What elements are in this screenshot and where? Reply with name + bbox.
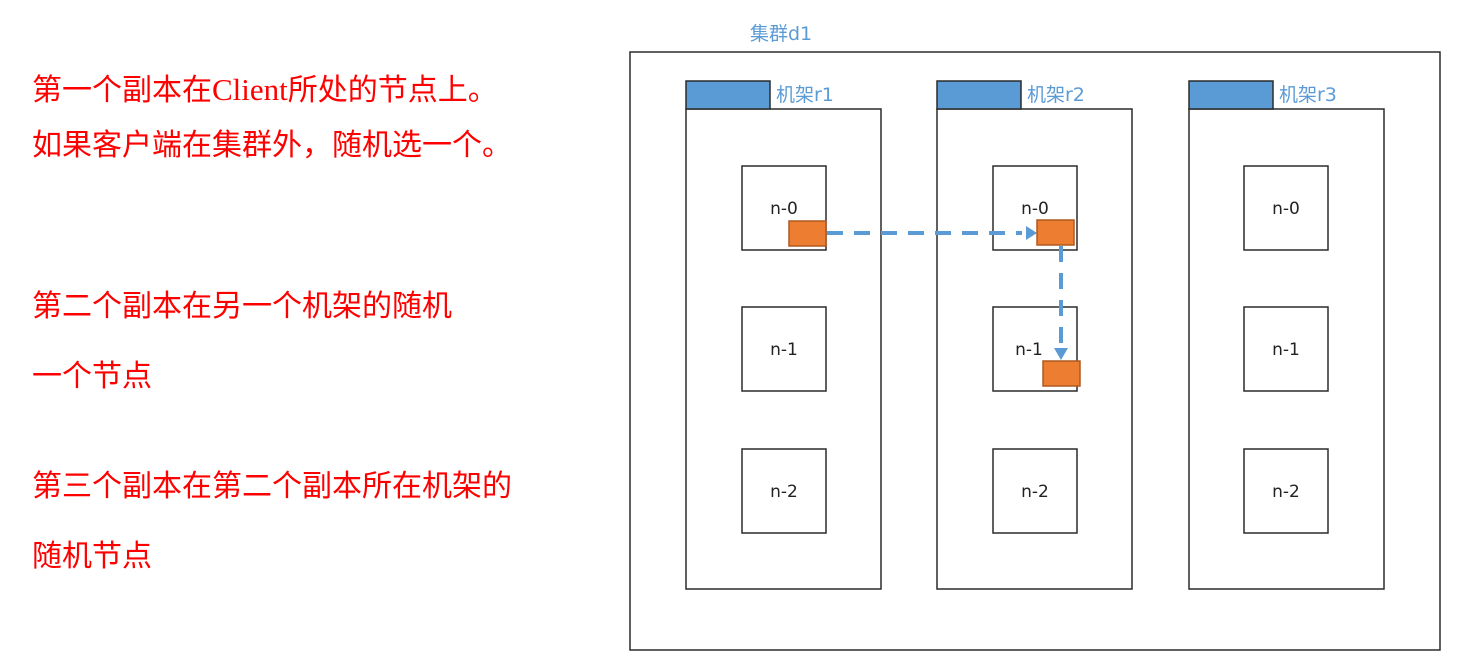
- node-label: n-0: [1272, 199, 1300, 219]
- rack-r1: 机架r1 n-0 n-1 n-2: [685, 80, 882, 590]
- arrowhead-icon: [1026, 226, 1037, 240]
- rack-r3: 机架r3 n-0 n-1 n-2: [1188, 80, 1385, 590]
- node-box: [741, 448, 827, 534]
- arrowhead-icon: [1054, 348, 1068, 360]
- cluster-label: 集群d1: [750, 23, 812, 45]
- rack-label: 机架r1: [776, 84, 834, 106]
- rack-label: 机架r3: [1279, 84, 1337, 106]
- second-replica-line-1: 第二个副本在另一个机架的随机: [32, 289, 452, 324]
- node-label: n-0: [770, 199, 798, 219]
- replica-block-3: [1042, 360, 1081, 387]
- rack-r2: 机架r2 n-0 n-1 n-2: [936, 80, 1133, 590]
- node-box: [741, 306, 827, 392]
- node-label: n-2: [770, 482, 798, 502]
- node-label: n-1: [770, 340, 798, 360]
- rack-label: 机架r2: [1027, 84, 1085, 106]
- node-label: n-2: [1021, 482, 1049, 502]
- node-label: n-2: [1272, 482, 1300, 502]
- second-replica-line-2: 一个节点: [32, 359, 152, 394]
- first-replica-line-2: 如果客户端在集群外，随机选一个。: [32, 128, 512, 163]
- first-replica-line-1: 第一个副本在Client所处的节点上。: [32, 72, 498, 108]
- third-replica-line-2: 随机节点: [32, 539, 152, 574]
- client-word: Client: [212, 72, 288, 107]
- rack-header-bar: [1188, 80, 1274, 110]
- node-box: [1243, 306, 1329, 392]
- third-replica-description: 第三个副本在第二个副本所在机架的 随机节点: [32, 452, 512, 592]
- node-box: [1243, 165, 1329, 251]
- node-label: n-1: [1015, 340, 1043, 360]
- node-box: [992, 448, 1078, 534]
- first-replica-description: 第一个副本在Client所处的节点上。 如果客户端在集群外，随机选一个。: [32, 62, 512, 174]
- replica-block-1: [788, 220, 827, 247]
- node-label: n-1: [1272, 340, 1300, 360]
- rack-header-bar: [936, 80, 1022, 110]
- node-label: n-0: [1021, 199, 1049, 219]
- third-replica-line-1: 第三个副本在第二个副本所在机架的: [32, 469, 512, 504]
- rack-header-bar: [685, 80, 771, 110]
- replica-block-2: [1036, 219, 1075, 246]
- node-box: [1243, 448, 1329, 534]
- second-replica-description: 第二个副本在另一个机架的随机 一个节点: [32, 272, 452, 412]
